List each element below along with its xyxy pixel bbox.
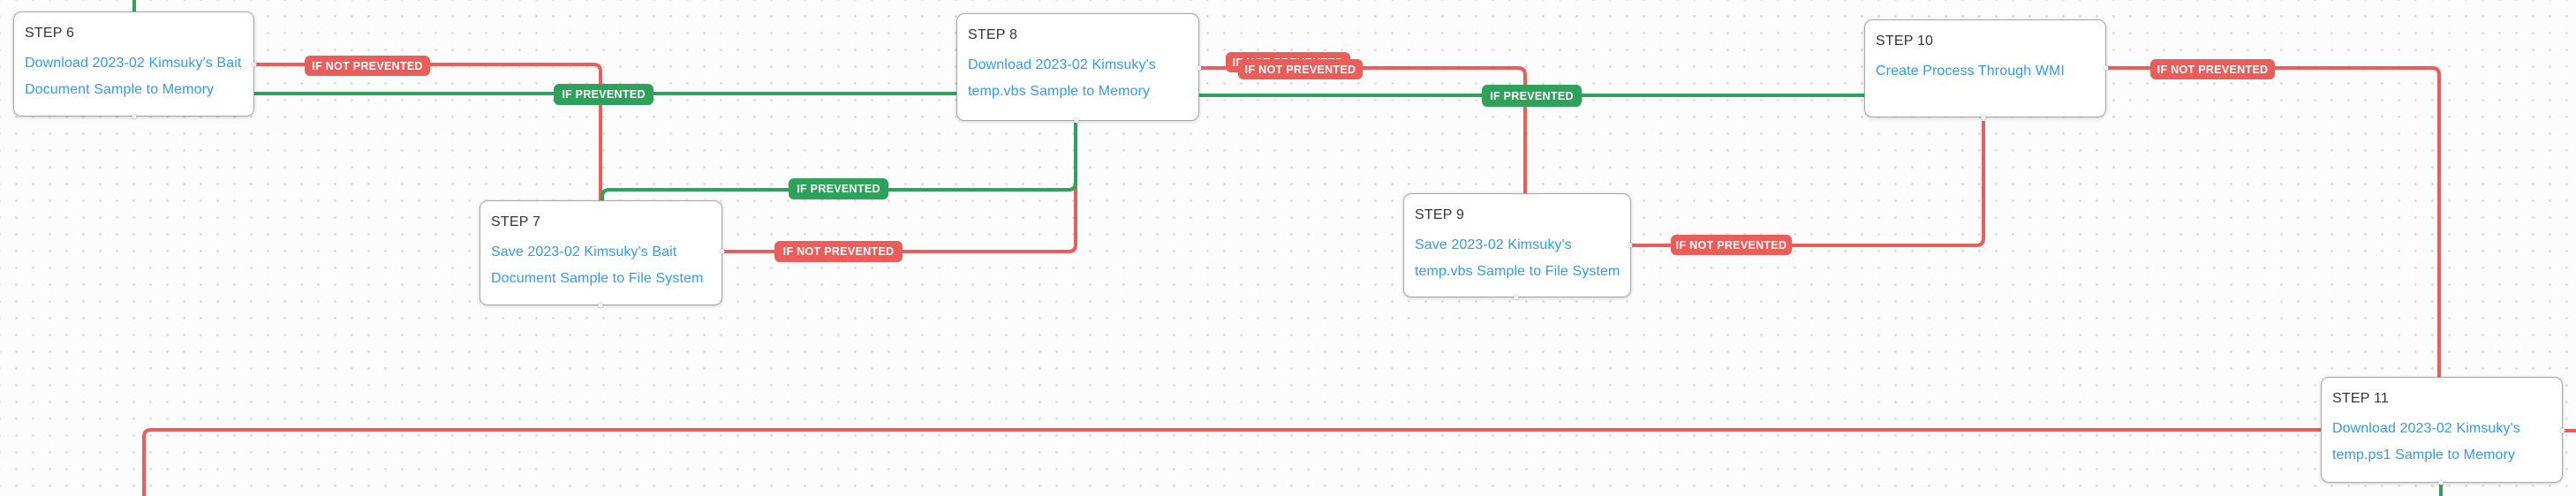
step-scenario-link-line[interactable]: Save 2023-02 Kimsuky's: [1415, 237, 1572, 252]
connector-handle-red-step11[interactable]: [2560, 428, 2565, 433]
step-scenario-link-line[interactable]: temp.vbs Sample to File System: [1415, 264, 1620, 279]
step-scenario-link-line[interactable]: Document Sample to File System: [491, 271, 704, 286]
connector-handle-green-step6[interactable]: [132, 114, 137, 119]
step-title: STEP 8: [968, 27, 1018, 42]
step-scenario-link-line[interactable]: Save 2023-02 Kimsuky's Bait: [491, 244, 677, 259]
step-scenario-link-line[interactable]: Document Sample to Memory: [25, 82, 215, 97]
step-scenario-link-line[interactable]: Download 2023-02 Kimsuky's Bait: [25, 56, 242, 71]
step-scenario-link[interactable]: Save 2023-02 Kimsuky's temp.vbs Sample to…: [1415, 232, 1620, 285]
edge-offscreen-bottom-left-step11: [142, 428, 2321, 496]
edge-step6-step7: [254, 63, 602, 200]
connector-handle-red-step8[interactable]: [1197, 65, 1202, 71]
connector-handle-red-step9[interactable]: [1628, 243, 1633, 248]
step-node-step11[interactable]: STEP 11 Download 2023-02 Kimsuky's temp.ps…: [2321, 377, 2563, 483]
step-scenario-link[interactable]: Download 2023-02 Kimsuky's temp.vbs Sampl…: [968, 52, 1188, 105]
step-scenario-link[interactable]: Download 2023-02 Kimsuky's temp.ps1 Sampl…: [2332, 416, 2551, 469]
edge-step8-step9: [1199, 66, 1527, 193]
step-scenario-link-line[interactable]: Download 2023-02 Kimsuky's: [2332, 421, 2520, 436]
step-node-step9[interactable]: STEP 9 Save 2023-02 Kimsuky's temp.vbs Sam…: [1403, 193, 1631, 297]
step-scenario-link-line[interactable]: Create Process Through WMI: [1876, 64, 2065, 79]
step-scenario-link[interactable]: Create Process Through WMI: [1876, 58, 2095, 85]
edge-step10-step11: [2106, 66, 2441, 377]
connector-handle-green-step8[interactable]: [1074, 118, 1079, 124]
step-title: STEP 10: [1876, 34, 1934, 49]
connector-handle-green-step9[interactable]: [1514, 295, 1519, 300]
step-scenario-link-line[interactable]: temp.vbs Sample to Memory: [968, 84, 1151, 99]
connector-handle-red-step6[interactable]: [252, 62, 257, 67]
step-title: STEP 7: [491, 214, 541, 229]
connector-handle-green-step11[interactable]: [2438, 480, 2444, 485]
step-node-step10[interactable]: STEP 10 Create Process Through WMI: [1864, 19, 2106, 117]
step-node-step8[interactable]: STEP 8 Download 2023-02 Kimsuky's temp.vbs…: [956, 13, 1199, 121]
connector-handle-red-step7[interactable]: [720, 249, 725, 254]
step-scenario-link-line[interactable]: Download 2023-02 Kimsuky's: [968, 57, 1156, 72]
connector-handle-red-step10[interactable]: [2104, 65, 2109, 71]
connector-handle-green-step10[interactable]: [1981, 115, 1986, 120]
edge-step7-step8: [722, 123, 1077, 253]
edge-step9-step10: [1630, 121, 1985, 247]
step-scenario-link-line[interactable]: temp.ps1 Sample to Memory: [2332, 447, 2516, 462]
step-title: STEP 6: [25, 26, 75, 41]
step-title: STEP 11: [2332, 391, 2389, 406]
connector-handle-green-step7[interactable]: [598, 303, 603, 308]
step-title: STEP 9: [1415, 207, 1465, 222]
